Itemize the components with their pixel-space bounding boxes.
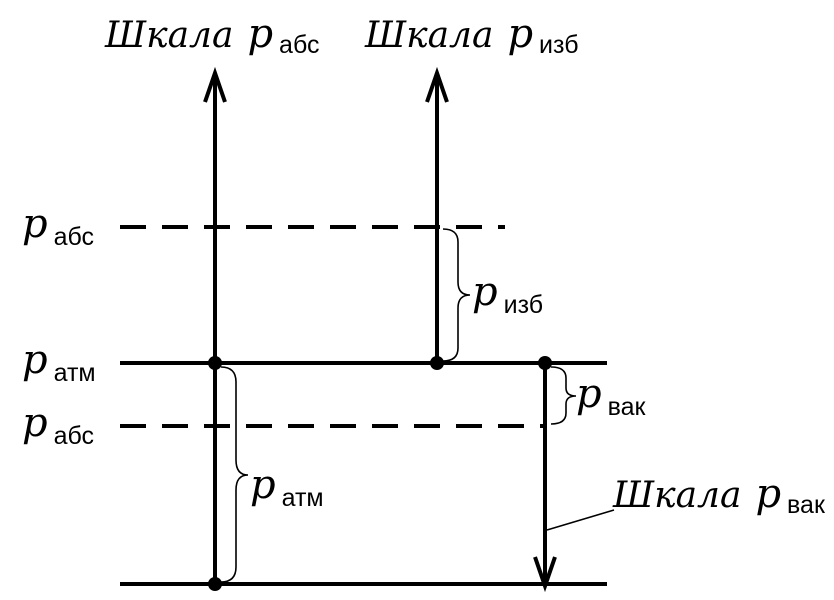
label-p-abs-top: p абс [22, 201, 94, 251]
scale-abs-title: Шкала p абс [104, 11, 320, 59]
point-vak-origin [538, 356, 552, 370]
axis-izb-arrowhead [425, 66, 449, 103]
brace-label-vak: p вак [576, 371, 647, 421]
axis-vak-arrowhead [533, 556, 557, 593]
point-abs-zero [208, 577, 222, 591]
brace-label-izb: p изб [472, 269, 543, 319]
brace-izb [442, 228, 471, 362]
leader-vak [546, 509, 615, 531]
label-p-atm: p атм [22, 337, 96, 387]
brace-atm [220, 366, 249, 583]
scale-vak-title: Шкала p вак [612, 471, 826, 519]
scale-izb-title: Шкала p изб [364, 11, 579, 59]
brace-vak [550, 366, 577, 425]
axis-abs-arrowhead [203, 66, 227, 103]
brace-label-atm: p атм [250, 462, 324, 512]
point-abs-atm [208, 356, 222, 370]
point-izb-origin [430, 356, 444, 370]
label-p-abs-low: p абс [22, 400, 94, 450]
